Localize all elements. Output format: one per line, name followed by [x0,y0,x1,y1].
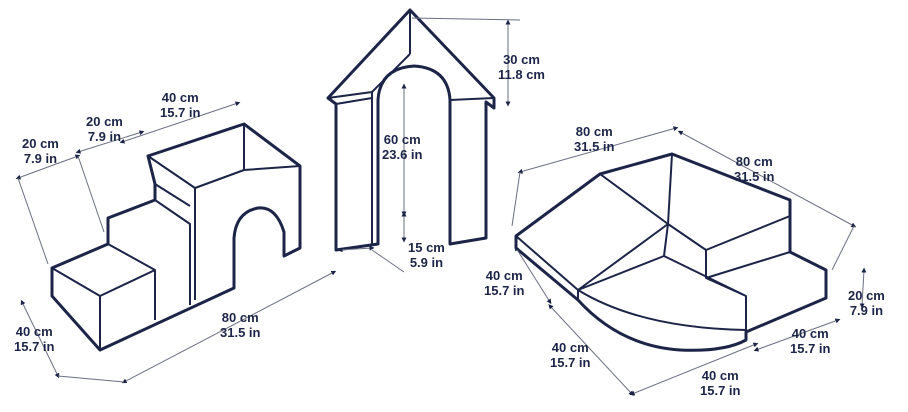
corner-top-right-in: 31.5 in [734,169,775,184]
arch-opening-in: 23.6 in [382,147,423,162]
arch-dimension-lines [337,17,521,273]
corner-step-label: 20 cm 7.9 in [848,288,885,318]
arch-thickness-label: 15 cm 5.9 in [408,240,445,270]
corner-left-height-cm: 40 cm [485,268,523,283]
arch-roof-label: 30 cm 11.8 cm [498,52,545,82]
corner-right-in: 15.7 in [790,341,831,356]
steps-height-1-cm: 20 cm [22,136,59,151]
steps-width-in: 15.7 in [160,105,201,120]
steps-front-face [50,122,302,352]
steps-depth-in: 15.7 in [14,339,55,354]
corner-bottom-label: 40 cm 15.7 in [700,368,740,398]
steps-depth-label: 40 cm 15.7 in [14,324,54,354]
steps-depth-cm: 40 cm [15,324,53,339]
steps-length-in: 31.5 in [220,325,261,340]
steps-width-label: 40 cm 15.7 in [160,90,200,120]
corner-inner-lines [515,153,791,332]
steps-height-label-1: 20 cm 7.9 in [22,136,59,166]
corner-right-cm: 40 cm [791,326,829,341]
corner-left-height-in: 15.7 in [484,283,525,298]
corner-top-left-label: 80 cm 31.5 in [574,124,614,154]
steps-height-1-in: 7.9 in [23,151,58,166]
corner-left-lower-cm: 40 cm [551,340,589,355]
corner-bottom-in: 15.7 in [700,383,741,398]
corner-top-right-cm: 80 cm [735,154,773,169]
steps-set-drawing [50,122,302,352]
corner-step-in: 7.9 in [849,303,884,318]
steps-width-cm: 40 cm [161,90,199,105]
steps-inner-lines [51,124,301,350]
corner-step-cm: 20 cm [848,288,885,303]
arch-drawing [326,8,496,252]
arch-opening-label: 60 cm 23.6 in [382,132,422,162]
arch-thickness-in: 5.9 in [409,255,444,270]
steps-length-cm: 80 cm [221,310,259,325]
corner-top-left-in: 31.5 in [574,139,615,154]
arch-inner-lines [327,10,495,246]
corner-top-right-label: 80 cm 31.5 in [734,154,774,184]
corner-dimension-lines [511,126,867,396]
corner-left-height-label: 40 cm 15.7 in [484,268,524,298]
corner-set-drawing [514,152,828,352]
steps-height-label-2: 20 cm 7.9 in [86,114,123,144]
arch-opening-cm: 60 cm [383,132,421,147]
corner-bottom-cm: 40 cm [701,368,739,383]
steps-height-2-in: 7.9 in [87,129,122,144]
steps-length-label: 80 cm 31.5 in [220,310,260,340]
corner-right-label: 40 cm 15.7 in [790,326,830,356]
corner-top-left-cm: 80 cm [575,124,613,139]
corner-left-lower-in: 15.7 in [550,355,591,370]
corner-left-lower-label: 40 cm 15.7 in [550,340,590,370]
arch-roof-in: 11.8 cm [498,67,545,82]
arch-roof-cm: 30 cm [503,52,540,67]
steps-dimension-lines [15,101,337,384]
steps-height-2-cm: 20 cm [86,114,123,129]
arch-outline [326,8,496,252]
arch-thickness-cm: 15 cm [408,240,445,255]
